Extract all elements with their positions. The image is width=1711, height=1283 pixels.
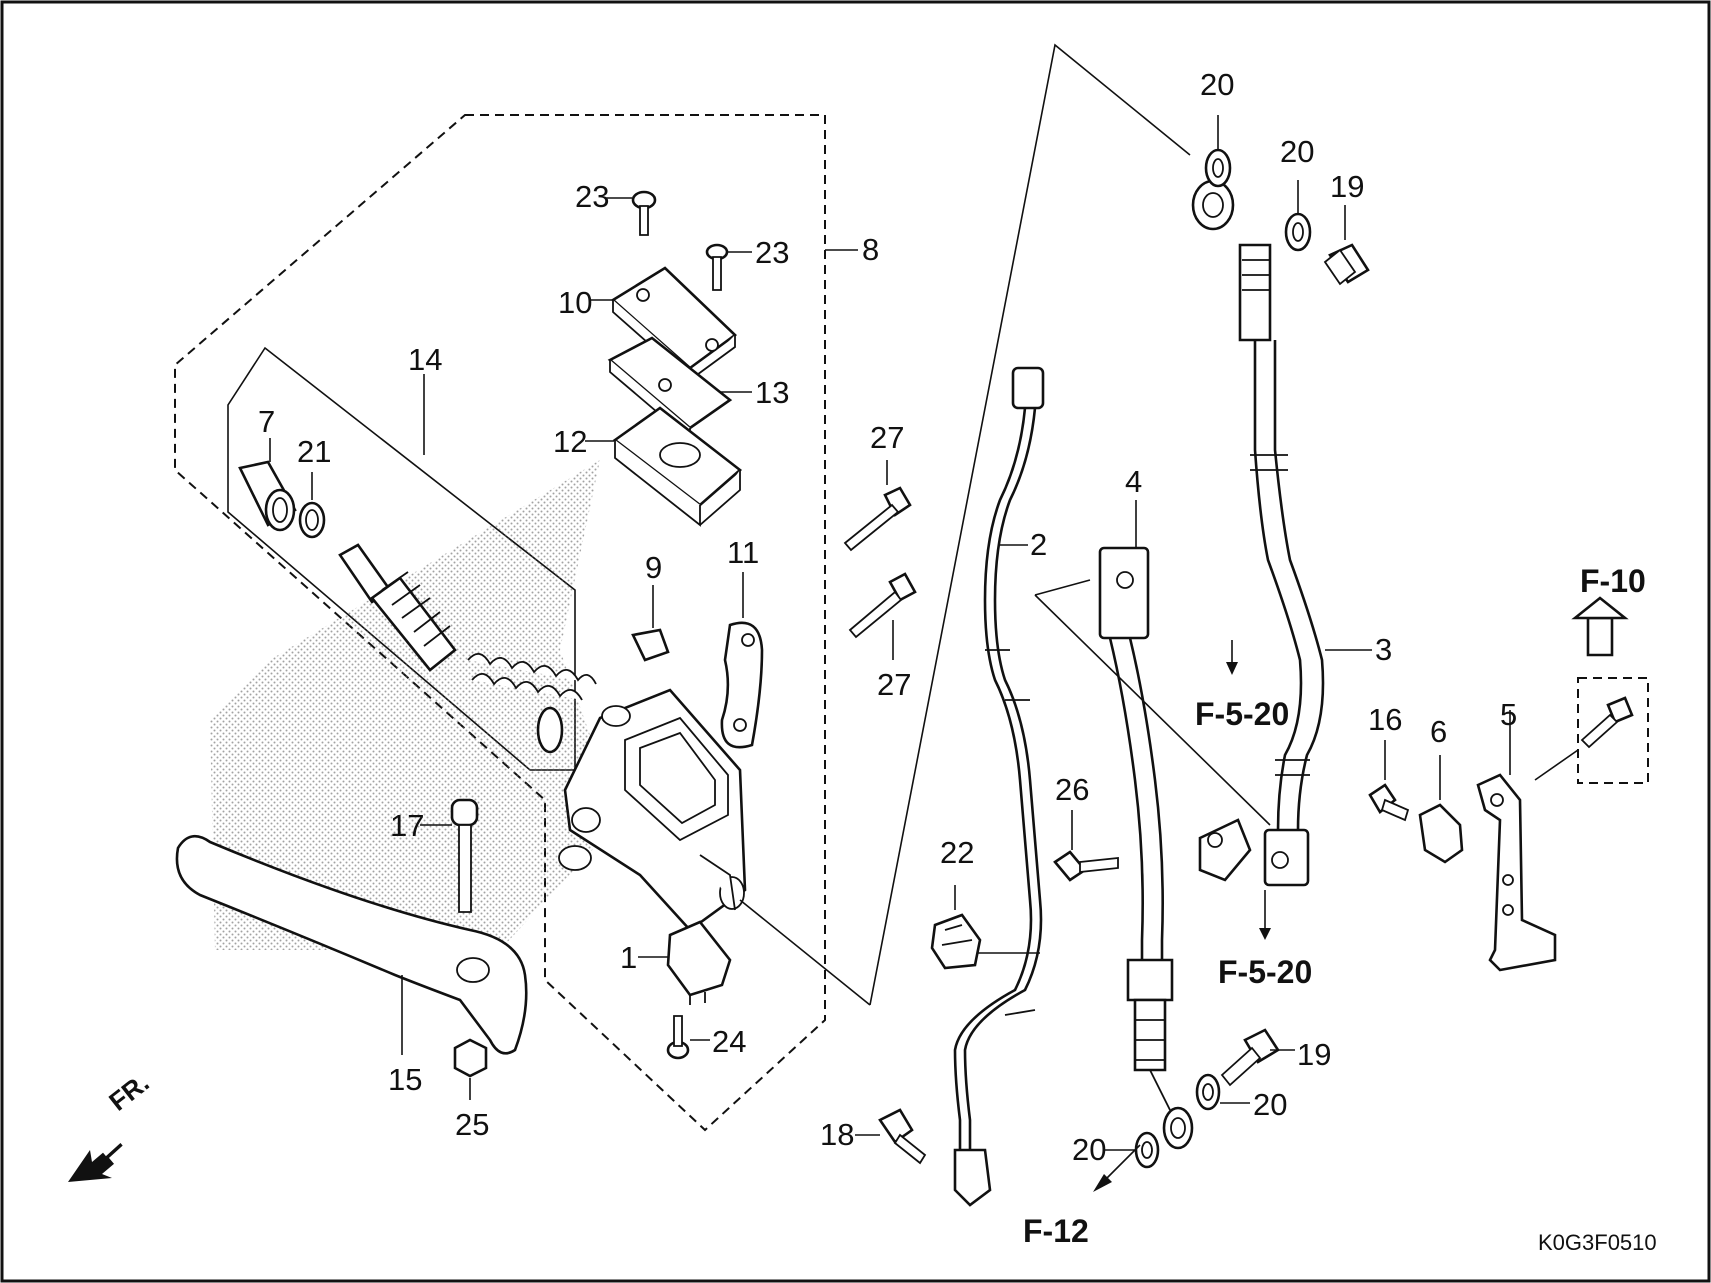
callout-labels: 7 21 14 23 23 10 13 12 8 9 11 27 27 17 1… [258, 67, 1517, 1167]
switch-wire-icon [953, 366, 1045, 1207]
callout-12: 12 [553, 424, 587, 459]
reference-f10: F-10 [1580, 563, 1646, 599]
callout-5: 5 [1500, 697, 1517, 732]
callout-26: 26 [1055, 772, 1089, 807]
callout-3: 3 [1375, 632, 1392, 667]
wire-bolt-icon [855, 1108, 927, 1165]
callout-17: 17 [390, 808, 424, 843]
sealing-washer-icon [1105, 115, 1312, 1169]
diaphragm-icon [585, 406, 743, 527]
reference-f520-upper: F-5-20 [1195, 696, 1289, 732]
pivot-nut-icon [453, 1038, 488, 1100]
callout-20-a: 20 [1200, 67, 1234, 102]
pivot-bolt-icon [420, 798, 479, 913]
banjo-bolt-icon [1220, 205, 1370, 1087]
holder-icon [720, 572, 764, 749]
callout-25: 25 [455, 1107, 489, 1142]
callout-27-b: 27 [877, 667, 911, 702]
reference-lines [869, 43, 1271, 1006]
spring-icon [467, 653, 597, 754]
stop-switch-icon [638, 920, 732, 1005]
stipple-shading [210, 460, 620, 950]
piston-icon [338, 543, 457, 672]
front-direction-arrow-icon [68, 1128, 138, 1182]
callout-4: 4 [1125, 464, 1142, 499]
callout-1: 1 [620, 940, 637, 975]
callout-10: 10 [558, 285, 592, 320]
switch-screw-icon [666, 1015, 710, 1060]
boot-icon [238, 438, 297, 532]
reference-f12: F-12 [1023, 1213, 1089, 1249]
circlip-icon [298, 472, 326, 539]
brake-lever-icon [175, 834, 528, 1055]
lower-brake-hose-icon [1108, 637, 1194, 1150]
joint-bolt-icon [1053, 810, 1119, 882]
f10-reference-icon [1534, 596, 1649, 784]
callout-23-b: 23 [755, 235, 789, 270]
callout-13: 13 [755, 375, 789, 410]
callout-19-a: 19 [1330, 169, 1364, 204]
hose-stay-icon [1476, 710, 1557, 972]
callout-8: 8 [862, 232, 879, 267]
callout-11: 11 [727, 535, 759, 570]
callout-27-a: 27 [870, 420, 904, 455]
stay-bolt-icon [1368, 740, 1410, 822]
diagram-code: K0G3F0510 [1538, 1230, 1657, 1255]
three-way-joint-icon [1098, 500, 1150, 640]
upper-brake-hose-icon [1191, 179, 1372, 870]
callout-7: 7 [258, 404, 275, 439]
master-cylinder-body-icon [558, 688, 871, 1006]
callout-19-b: 19 [1297, 1037, 1331, 1072]
callout-16: 16 [1368, 702, 1402, 737]
callout-18: 18 [820, 1117, 854, 1152]
three-way-bracket-icon [1198, 818, 1310, 887]
callout-22: 22 [940, 835, 974, 870]
callout-6: 6 [1430, 714, 1447, 749]
reference-f520-lower: F-5-20 [1218, 954, 1312, 990]
callout-2: 2 [1030, 527, 1047, 562]
reference-arrows [1093, 640, 1271, 1192]
callout-20-d: 20 [1072, 1132, 1106, 1167]
cap-screw-icon [605, 190, 752, 291]
callout-21: 21 [297, 434, 331, 469]
reference-labels: F-10 F-5-20 F-5-20 F-12 FR. K0G3F0510 [103, 563, 1656, 1255]
front-direction-label: FR. [103, 1067, 154, 1116]
callout-15: 15 [388, 1062, 422, 1097]
callout-14: 14 [408, 342, 442, 377]
callout-20-c: 20 [1253, 1087, 1287, 1122]
callout-9: 9 [645, 550, 662, 585]
callout-20-b: 20 [1280, 134, 1314, 169]
callout-24: 24 [712, 1024, 746, 1059]
stopper-icon [631, 585, 670, 662]
master-cylinder-assembly-outline [174, 114, 858, 1132]
holder-bolt-icon [843, 460, 917, 660]
cable-clamp-icon [930, 885, 1040, 970]
callout-23-a: 23 [575, 179, 609, 214]
hose-clamp-icon [1418, 755, 1464, 864]
